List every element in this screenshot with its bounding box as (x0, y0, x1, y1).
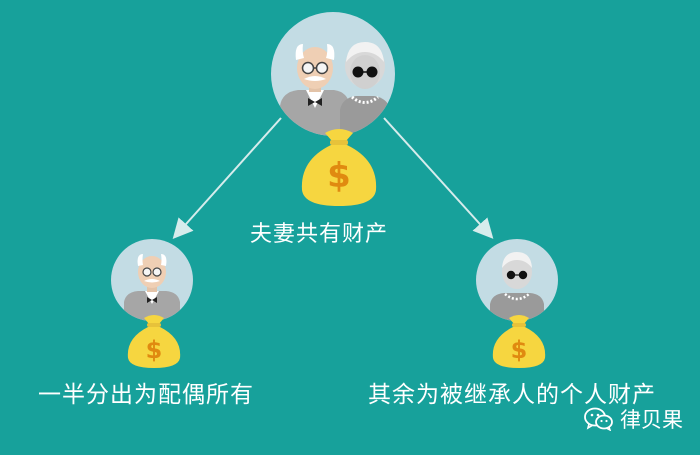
spouse-avatar (111, 239, 193, 321)
brand-name: 律贝果 (620, 408, 683, 432)
deceased-avatar (476, 239, 558, 321)
money-bag-joint: $ (301, 129, 377, 206)
deceased-estate-label: 其余为被继承人的个人财产 (368, 382, 656, 408)
money-bag-deceased: $ (492, 315, 546, 368)
spouse-share-label: 一半分出为配偶所有 (38, 382, 254, 408)
joint-property-label: 夫妻共有财产 (250, 222, 389, 247)
arrow-to-deceased-estate (383, 117, 494, 239)
money-symbol-spouse: $ (146, 336, 163, 364)
wechat-icon (584, 407, 613, 431)
money-bag-spouse: $ (127, 315, 181, 368)
money-symbol-deceased: $ (511, 336, 528, 364)
brand-watermark: 律贝果 (584, 404, 683, 434)
couple-avatar (271, 12, 395, 136)
money-symbol-joint: $ (327, 156, 351, 196)
arrow-to-spouse-share (172, 117, 282, 239)
